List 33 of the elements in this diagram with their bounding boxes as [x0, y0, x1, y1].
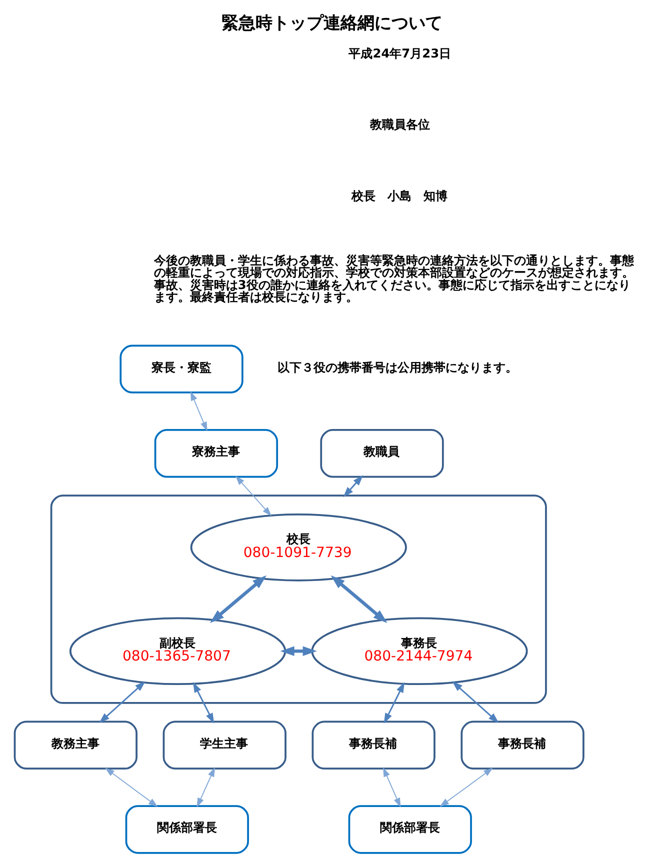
arrow	[99, 681, 146, 724]
arrow	[280, 646, 317, 656]
arrow	[440, 768, 493, 807]
node-box: 事務長補	[460, 720, 584, 770]
node-box: 教務主事	[14, 720, 138, 770]
diagram-title: 緊急時トップ連絡網について	[222, 12, 443, 32]
node-box: 寮長・寮監	[120, 344, 244, 394]
node-box: 寮務主事	[154, 429, 278, 478]
label: 平成24年7月23日	[348, 46, 452, 60]
node-box: 関係部署長	[348, 805, 472, 854]
label: 以下３役の携帯番号は公用携帯になります。	[278, 360, 518, 374]
node-box: 関係部署長	[125, 805, 249, 854]
label: 今後の教職員・学生に係わる事故、災害等緊急時の連絡方法を以下の通りとします。事態の軽重によって現場での対応指示、学校での対策本部設置などのケースが想定されます。事故、災害時は3役の誰かに連絡を入れてください。事態に応じて指示を出すことになります。最終責任者は校長になります。	[154, 254, 634, 304]
node-ellipse: 事務長 080-2144-7974	[311, 617, 528, 686]
cluster	[50, 494, 547, 704]
node-box: 学生主事	[162, 720, 286, 770]
arrow	[452, 681, 499, 724]
arrow	[384, 682, 405, 724]
arrow	[383, 767, 401, 808]
label: 教職員各位	[370, 118, 430, 132]
arrow	[343, 475, 364, 498]
arrow	[235, 476, 272, 516]
arrow	[193, 682, 214, 724]
arrow	[210, 575, 266, 624]
node-ellipse: 副校長 080-1365-7807	[69, 617, 286, 686]
arrow	[190, 391, 208, 432]
arrow	[104, 768, 158, 807]
label: 校長 小島 知博	[352, 188, 448, 203]
node-box: 教職員	[320, 429, 444, 478]
arrow	[196, 767, 215, 808]
node-ellipse: 校長 080-1091-7739	[190, 513, 407, 582]
arrow	[330, 575, 388, 624]
node-box: 事務長補	[312, 720, 436, 770]
